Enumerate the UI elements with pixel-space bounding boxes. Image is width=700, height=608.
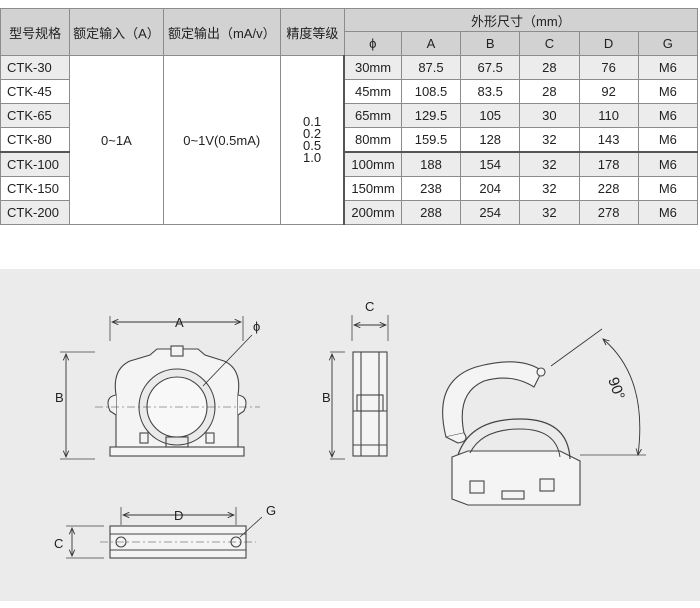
label-phi: ϕ bbox=[253, 319, 260, 334]
header-rated-input: 额定输入（A） bbox=[69, 8, 164, 56]
cell-a: 129.5 bbox=[400, 103, 462, 128]
cell-d: 278 bbox=[578, 200, 639, 225]
cell-model: CTK-45 bbox=[0, 79, 71, 104]
cell-phi: 30mm bbox=[343, 55, 402, 80]
cell-model: CTK-200 bbox=[0, 200, 71, 225]
label-c-bottom: C bbox=[54, 536, 63, 551]
cell-b: 128 bbox=[460, 127, 521, 153]
cell-accuracy: 0.1 0.2 0.5 1.0 bbox=[279, 55, 345, 225]
cell-g: M6 bbox=[637, 151, 699, 177]
side-view bbox=[330, 315, 389, 460]
accuracy-level: 0.5 bbox=[303, 138, 322, 153]
cell-b: 83.5 bbox=[460, 79, 521, 104]
cell-a: 87.5 bbox=[400, 55, 462, 80]
cell-rated-input: 0~1A bbox=[69, 55, 164, 225]
cell-c: 32 bbox=[519, 151, 580, 177]
label-d: D bbox=[174, 508, 183, 523]
cell-rated-output: 0~1V(0.5mA) bbox=[162, 55, 281, 225]
table-row: CTK-150 150mm 238 204 32 228 M6 bbox=[0, 176, 699, 201]
cell-d: 143 bbox=[578, 127, 639, 153]
header-phi: ϕ bbox=[343, 31, 402, 56]
cell-a: 288 bbox=[400, 200, 462, 225]
cell-phi: 200mm bbox=[343, 200, 402, 225]
cell-c: 30 bbox=[519, 103, 580, 128]
label-c-side: C bbox=[365, 299, 374, 314]
cell-c: 32 bbox=[519, 127, 580, 153]
header-g: G bbox=[637, 31, 699, 56]
header-c: C bbox=[519, 31, 580, 56]
table-row: CTK-200 200mm 288 254 32 278 M6 bbox=[0, 200, 699, 225]
label-angle: 90° bbox=[604, 375, 628, 402]
cell-g: M6 bbox=[637, 200, 699, 225]
header-row-1: 型号规格 额定输入（A） 额定输出（mA/v） 精度等级 外形尺寸（mm） bbox=[0, 8, 699, 56]
cell-b: 154 bbox=[460, 151, 521, 177]
angle-arc bbox=[603, 339, 640, 455]
cell-d: 178 bbox=[578, 151, 639, 177]
cell-phi: 45mm bbox=[343, 79, 402, 104]
table-row: CTK-65 65mm 129.5 105 30 110 M6 bbox=[0, 103, 699, 128]
header-d: D bbox=[578, 31, 639, 56]
cell-g: M6 bbox=[637, 79, 699, 104]
cell-g: M6 bbox=[637, 55, 699, 80]
cell-b: 105 bbox=[460, 103, 521, 128]
cell-c: 32 bbox=[519, 176, 580, 201]
sensor-base-front bbox=[109, 446, 245, 457]
cell-c: 32 bbox=[519, 200, 580, 225]
cell-b: 254 bbox=[460, 200, 521, 225]
g-leader bbox=[239, 516, 263, 538]
cell-phi: 150mm bbox=[343, 176, 402, 201]
cell-a: 238 bbox=[400, 176, 462, 201]
header-row-2: ϕ A B C D G bbox=[1, 31, 699, 56]
cell-model: CTK-100 bbox=[0, 151, 71, 177]
header-b: B bbox=[460, 31, 521, 56]
cell-g: M6 bbox=[637, 103, 699, 128]
cell-a: 108.5 bbox=[400, 79, 462, 104]
header-model: 型号规格 bbox=[0, 8, 71, 56]
cell-model: CTK-30 bbox=[0, 55, 71, 80]
label-b-side: B bbox=[322, 390, 331, 405]
header-dimensions: 外形尺寸（mm） bbox=[343, 8, 699, 32]
spec-table: 型号规格 额定输入（A） 额定输出（mA/v） 精度等级 外形尺寸（mm） ϕ … bbox=[0, 8, 699, 225]
cell-b: 67.5 bbox=[460, 55, 521, 80]
label-g: G bbox=[266, 503, 276, 518]
cell-g: M6 bbox=[637, 176, 699, 201]
accuracy-level: 1.0 bbox=[303, 150, 322, 165]
table-row: CTK-80 80mm 159.5 128 32 143 M6 bbox=[0, 127, 699, 153]
cell-a: 188 bbox=[400, 151, 462, 177]
cell-a: 159.5 bbox=[400, 127, 462, 153]
front-view bbox=[60, 316, 260, 460]
cell-g: M6 bbox=[637, 127, 699, 153]
header-a: A bbox=[400, 31, 462, 56]
cell-b: 204 bbox=[460, 176, 521, 201]
technical-drawing: A ϕ B C B bbox=[54, 299, 646, 559]
bottom-view bbox=[66, 507, 263, 559]
label-a: A bbox=[175, 315, 184, 330]
cell-d: 110 bbox=[578, 103, 639, 128]
cell-d: 76 bbox=[578, 55, 639, 80]
label-b: B bbox=[55, 390, 64, 405]
cell-phi: 65mm bbox=[343, 103, 402, 128]
table-row: CTK-45 45mm 108.5 83.5 28 92 M6 bbox=[0, 79, 699, 104]
technical-drawing-panel: A ϕ B C B bbox=[0, 269, 700, 601]
table-row: CTK-30 0~1A 0~1V(0.5mA) 0.1 0.2 0.5 1.0 … bbox=[0, 55, 699, 225]
sensor-base-open bbox=[451, 450, 581, 506]
sensor-jaw-open bbox=[442, 361, 543, 438]
cell-c: 28 bbox=[519, 55, 580, 80]
cell-d: 92 bbox=[578, 79, 639, 104]
cell-d: 228 bbox=[578, 176, 639, 201]
cell-phi: 80mm bbox=[343, 127, 402, 153]
accuracy-level: 0.1 bbox=[303, 114, 322, 129]
cell-c: 28 bbox=[519, 79, 580, 104]
cell-model: CTK-150 bbox=[0, 176, 71, 201]
cell-model: CTK-65 bbox=[0, 103, 71, 128]
header-rated-output: 额定输出（mA/v） bbox=[162, 8, 281, 56]
accuracy-level: 0.2 bbox=[303, 126, 322, 141]
cell-model: CTK-80 bbox=[0, 127, 71, 153]
phi-leader bbox=[202, 334, 253, 387]
open-view bbox=[442, 328, 646, 506]
cell-phi: 100mm bbox=[343, 151, 402, 177]
sensor-body-side bbox=[352, 351, 388, 457]
header-accuracy: 精度等级 bbox=[279, 8, 345, 56]
sensor-body-bottom bbox=[109, 525, 247, 559]
